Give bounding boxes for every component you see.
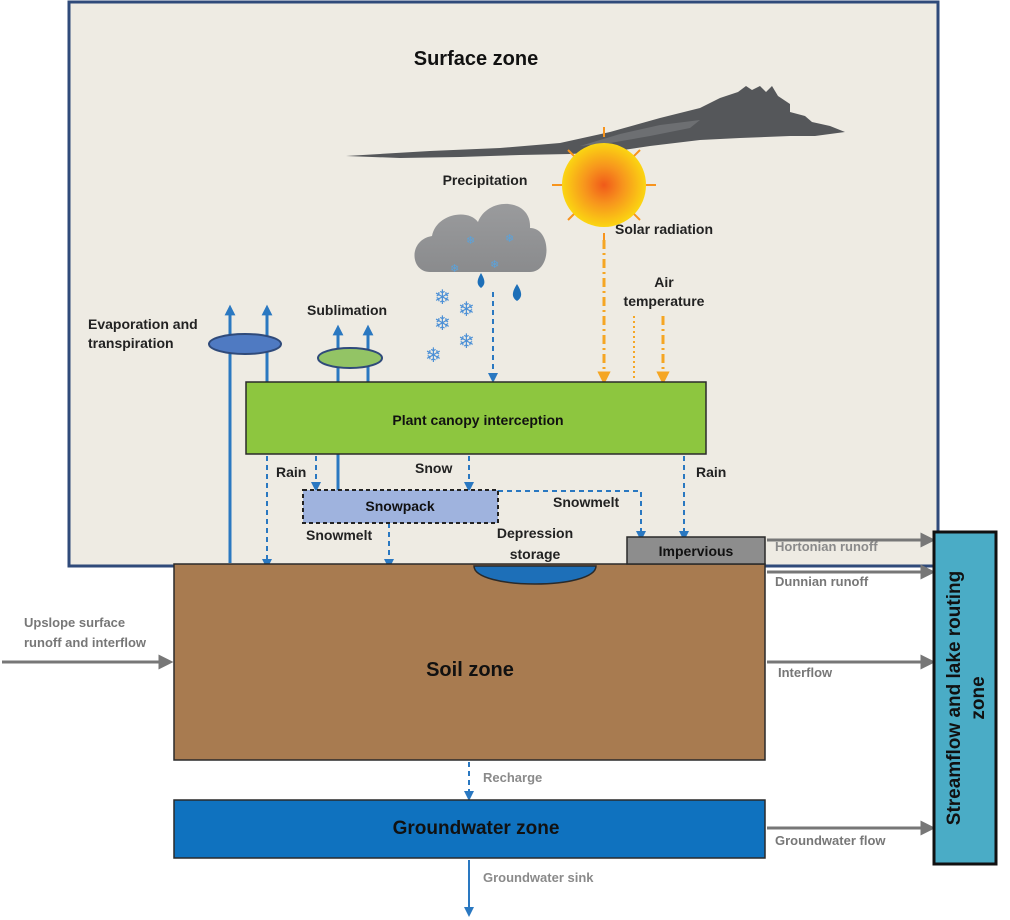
solar-radiation-label: Solar radiation	[615, 221, 713, 237]
raindrop-icon	[477, 273, 522, 301]
precipitation-label: Precipitation	[443, 172, 528, 188]
upslope-label-1: Upslope surface	[24, 615, 125, 630]
interflow-label: Interflow	[778, 665, 833, 680]
svg-text:❄: ❄	[505, 233, 514, 245]
evaporation-label-1: Evaporation and	[88, 316, 198, 332]
snowmelt-left-label: Snowmelt	[306, 527, 372, 543]
groundwater-flow-label: Groundwater flow	[775, 833, 886, 848]
snowpack-label: Snowpack	[365, 498, 434, 514]
sublimation-label: Sublimation	[307, 302, 387, 318]
svg-text:❄: ❄	[450, 263, 459, 275]
depression-storage-label-1: Depression	[497, 525, 573, 541]
rain-left-label: Rain	[276, 464, 306, 480]
svg-text:❄: ❄	[466, 235, 475, 247]
rain-right-label: Rain	[696, 464, 726, 480]
storm-cloud-icon	[346, 86, 845, 158]
soil-zone-label: Soil zone	[426, 659, 514, 681]
sun-icon	[552, 127, 656, 243]
snowpack-box	[302, 489, 499, 524]
soil-zone-box	[173, 563, 766, 761]
snow-label: Snow	[415, 460, 452, 476]
surface-zone-box	[67, 0, 940, 568]
impervious-label: Impervious	[659, 543, 734, 559]
evaporation-label-2: transpiration	[88, 335, 174, 351]
svg-text:❄: ❄	[434, 287, 451, 309]
svg-text:❄: ❄	[458, 299, 475, 321]
upslope-label-2: runoff and interflow	[24, 635, 147, 650]
depression-storage-label-2: storage	[510, 546, 561, 562]
svg-text:❄: ❄	[490, 259, 499, 271]
svg-text:❄: ❄	[434, 313, 451, 335]
groundwater-sink-label: Groundwater sink	[483, 870, 594, 885]
depression-storage-water	[473, 565, 597, 585]
sublimation-disc	[317, 347, 383, 369]
snowmelt-right-arrow	[498, 490, 646, 541]
streamflow-zone-label-1: Streamflow and lake routing	[944, 571, 965, 825]
recharge-label: Recharge	[483, 770, 542, 785]
dunnian-runoff-label: Dunnian runoff	[775, 574, 869, 589]
streamflow-zone-label-2: zone	[968, 676, 989, 719]
hortonian-runoff-label: Hortonian runoff	[775, 539, 878, 554]
snowmelt-right-label: Snowmelt	[553, 494, 619, 510]
air-temperature-label-1: Air	[654, 274, 674, 290]
svg-text:❄: ❄	[458, 331, 475, 353]
surface-zone-label: Surface zone	[414, 48, 538, 70]
evaporation-disc	[208, 333, 282, 355]
snowflake-icon: ❄ ❄ ❄ ❄ ❄	[425, 287, 475, 367]
cloud-icon: ❄ ❄ ❄ ❄	[414, 203, 547, 275]
air-temperature-label-2: temperature	[624, 293, 705, 309]
svg-text:❄: ❄	[425, 345, 442, 367]
streamflow-zone-box	[932, 530, 998, 866]
impervious-box	[626, 536, 766, 565]
groundwater-zone-box	[173, 799, 766, 859]
plant-canopy-box	[245, 381, 707, 455]
plant-canopy-label: Plant canopy interception	[392, 412, 563, 428]
groundwater-zone-label: Groundwater zone	[393, 818, 560, 839]
